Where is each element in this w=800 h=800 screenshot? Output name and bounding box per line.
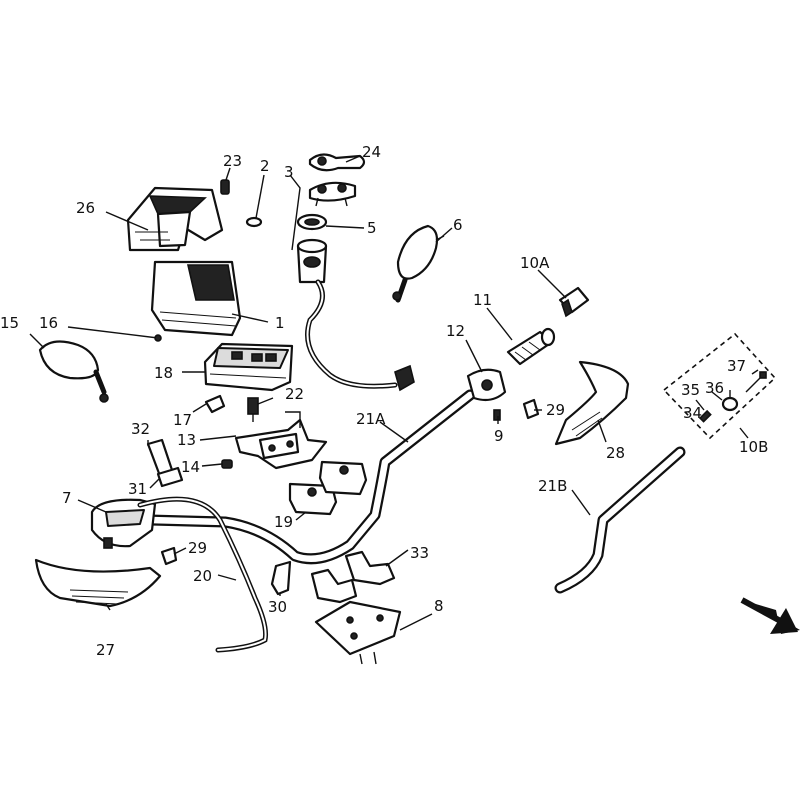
- callout-21a: 21A: [356, 410, 386, 428]
- callout-10a: 10A: [520, 254, 550, 272]
- washer-2: [245, 216, 263, 228]
- screw-23: [220, 179, 230, 195]
- callout-35: 35: [681, 381, 700, 399]
- callout-18: 18: [154, 364, 173, 382]
- callout-21b: 21B: [538, 477, 567, 495]
- hose-20: [137, 496, 268, 653]
- callout-1: 1: [275, 314, 285, 332]
- kit-10b: [662, 332, 777, 440]
- key-cap-24: [308, 153, 366, 172]
- callout-11: 11: [473, 291, 492, 309]
- handlebar-21a: [144, 389, 476, 565]
- clamp-33: [310, 550, 396, 604]
- grip-11: [506, 327, 556, 366]
- callout-33: 33: [410, 544, 429, 562]
- callout-31: 31: [128, 480, 147, 498]
- callout-10b: 10B: [739, 438, 768, 456]
- cover-1: [150, 260, 242, 337]
- instrument-18: [203, 342, 294, 392]
- callout-9: 9: [494, 427, 504, 445]
- callout-20: 20: [193, 567, 212, 585]
- clamp-32: [146, 438, 184, 488]
- callout-labels: 1 2 3 5 6 7 8 9 10A 10B 11 12 13 14 15 1…: [0, 143, 768, 659]
- plate-8: [314, 600, 402, 665]
- ignition-switch: [296, 238, 415, 392]
- switch-12: [466, 368, 507, 402]
- callout-2: 2: [260, 157, 270, 175]
- callout-29-right: 29: [546, 401, 565, 419]
- callout-13: 13: [177, 431, 196, 449]
- callout-22: 22: [285, 385, 304, 403]
- callout-7: 7: [62, 489, 72, 507]
- callout-30: 30: [268, 598, 287, 616]
- callout-5: 5: [367, 219, 377, 237]
- callout-34: 34: [683, 404, 702, 422]
- callout-26: 26: [76, 199, 95, 217]
- callout-27: 27: [96, 641, 115, 659]
- nut-14: [221, 459, 233, 469]
- callout-6: 6: [453, 216, 463, 234]
- callout-17: 17: [173, 411, 192, 429]
- callout-12: 12: [446, 322, 465, 340]
- callout-8: 8: [434, 597, 444, 615]
- screw-9: [493, 409, 501, 421]
- callout-23: 23: [223, 152, 242, 170]
- callout-19: 19: [274, 513, 293, 531]
- key-cap-3: [308, 181, 357, 207]
- handlebar-21b: [554, 446, 686, 594]
- mirror-15: [38, 340, 109, 403]
- ring-5: [296, 213, 328, 231]
- callout-3: 3: [284, 163, 294, 181]
- bracket-13: [234, 411, 328, 470]
- arrow-down-right-icon: [740, 597, 800, 634]
- callout-32: 32: [131, 420, 150, 438]
- clip-29-right: [522, 398, 540, 420]
- clip-30: [270, 560, 292, 596]
- leader-lines: [29, 155, 759, 631]
- callout-24: 24: [362, 143, 381, 161]
- hand-guard-27: [34, 558, 162, 608]
- callout-37: 37: [727, 357, 746, 375]
- end-cap-10a: [558, 286, 590, 318]
- callout-16: 16: [39, 314, 58, 332]
- clip-29-left: [160, 546, 178, 566]
- callout-29-left: 29: [188, 539, 207, 557]
- mirror-6: [392, 224, 445, 303]
- callout-28: 28: [606, 444, 625, 462]
- callout-15: 15: [0, 314, 19, 332]
- master-cylinder-7: [90, 498, 157, 549]
- wire-16: [67, 326, 162, 342]
- callout-36: 36: [705, 379, 724, 397]
- callout-14: 14: [181, 458, 200, 476]
- cowl-26: [126, 186, 224, 252]
- hand-guard-28: [554, 360, 630, 446]
- clamp-19: [288, 460, 368, 516]
- clip-17: [204, 394, 226, 414]
- bolt-22: [247, 397, 259, 422]
